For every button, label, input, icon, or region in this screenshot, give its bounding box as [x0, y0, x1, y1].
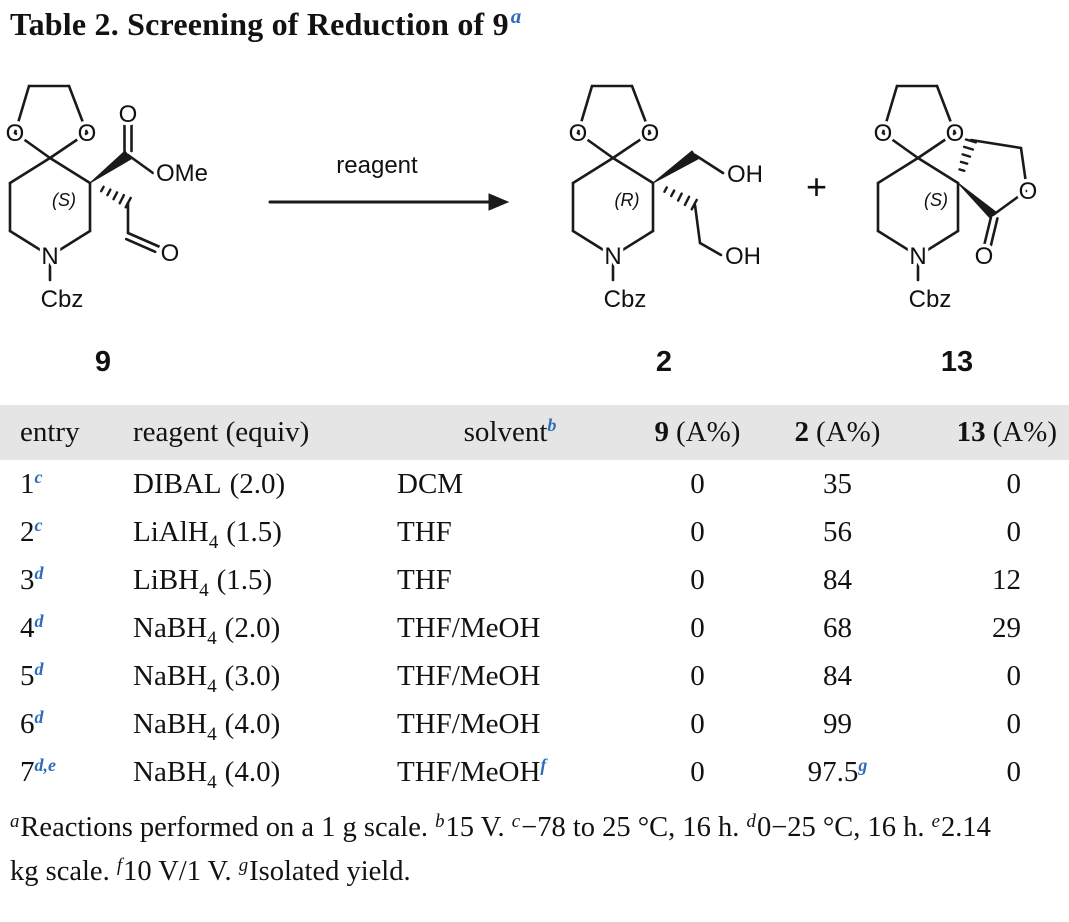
stereocenter-label: (S) — [924, 190, 948, 210]
structure-compound-13: O O O O N Cbz (S) — [870, 84, 1041, 317]
structure-compound-9: O O O OMe O N Cbz (S) — [2, 84, 212, 317]
table-row: 2c LiAlH4(1.5) THF 0 56 0 — [20, 514, 1021, 553]
footnote-text: Isolated yield. — [249, 856, 411, 888]
compound-label-2: 2 — [655, 346, 673, 378]
oxygen-label: O — [569, 120, 588, 147]
table-row: 7d,e NaBH4(4.0) THF/MeOHf 0 97.5g 0 — [20, 754, 1021, 793]
footnote-letter: g — [238, 854, 249, 876]
nitrogen-label: N — [604, 243, 621, 270]
cbz-label: Cbz — [909, 286, 952, 313]
nitrogen-label: N — [909, 243, 926, 270]
header-2: 2(A%) — [794, 416, 881, 448]
footnote-mark: d — [34, 658, 44, 679]
oxygen-label: O — [641, 120, 660, 147]
footnote-letter: d — [746, 810, 756, 832]
table-row: 4d NaBH4(2.0) THF/MeOH 0 68 29 — [20, 610, 1021, 649]
table-header-row: entry reagent (equiv) solventb 9(A%) 2(A… — [0, 405, 1069, 460]
footnote-mark: c — [34, 466, 43, 487]
cbz-label: Cbz — [604, 286, 647, 313]
structure-compound-2: O O OH OH N Cbz (R) — [565, 84, 767, 317]
stereocenter-label: (S) — [52, 190, 76, 210]
hashed-wedge-bond — [99, 185, 132, 209]
compound-label-9: 9 — [94, 346, 112, 378]
hashed-wedge-bond — [663, 186, 698, 211]
footnote-text: 15 V. — [445, 812, 512, 843]
stereocenter-label: (R) — [615, 190, 640, 210]
footnote-letter: a — [10, 810, 20, 832]
footnote-letter: f — [116, 854, 123, 876]
table-title-footnote-mark: a — [510, 4, 522, 28]
footnote-mark: c — [34, 514, 43, 535]
footnote-text: Reactions performed on a 1 g scale. — [20, 812, 436, 843]
table-row: 1c DIBAL(2.0) DCM 0 35 0 — [20, 466, 1021, 500]
footnote-mark-b: b — [547, 415, 557, 436]
table-row: 5d NaBH4(3.0) THF/MeOH 0 84 0 — [20, 658, 1021, 697]
cbz-label: Cbz — [41, 286, 84, 313]
header-reagent: reagent (equiv) — [133, 416, 310, 448]
header-13: 13(A%) — [956, 416, 1057, 448]
table-footnotes: aReactions performed on a 1 g scale. b15… — [10, 806, 1015, 894]
footnote-text: 10 V/1 V. — [123, 856, 239, 888]
footnote-mark: d,e — [34, 754, 56, 775]
bold-wedge-bond — [652, 150, 699, 184]
reaction-arrow: reagent — [268, 149, 510, 211]
bold-wedge-bond — [89, 150, 132, 184]
screening-table: entry reagent (equiv) solventb 9(A%) 2(A… — [0, 405, 1069, 796]
table-row: 6d NaBH4(4.0) THF/MeOH 0 99 0 — [20, 706, 1021, 745]
arrowhead — [488, 193, 510, 211]
footnote-text: 0−25 °C, 16 h. — [756, 812, 932, 843]
oxygen-label: O — [946, 120, 965, 147]
footnote-mark: g — [858, 754, 868, 775]
oxygen-label: O — [1019, 178, 1038, 205]
footnote-mark: d — [34, 610, 44, 631]
bold-wedge-bond — [957, 182, 997, 219]
nitrogen-label: N — [41, 243, 58, 270]
footnote-letter: c — [511, 810, 521, 832]
footnote-letter: e — [931, 810, 941, 832]
hydroxyl-label: OH — [727, 161, 763, 188]
footnote-mark: d — [34, 562, 44, 583]
table-title: Table 2. Screening of Reduction of 9a — [10, 4, 522, 43]
oxygen-label: O — [975, 243, 994, 270]
plus-sign: + — [806, 166, 828, 207]
oxygen-label: O — [78, 120, 97, 147]
footnote-text: 2.14 kg scale. — [10, 812, 991, 888]
footnote-mark: d — [34, 706, 44, 727]
table-row: 3d LiBH4(1.5) THF 0 84 12 — [20, 562, 1021, 601]
methoxy-label: OMe — [156, 160, 208, 187]
compound-label-13: 13 — [940, 346, 974, 378]
footnote-text: −78 to 25 °C, 16 h. — [521, 812, 747, 843]
oxygen-label: O — [161, 240, 180, 267]
footnote-letter: b — [435, 810, 445, 832]
table-title-text: Table 2. Screening of Reduction of 9 — [10, 6, 509, 42]
oxygen-label: O — [6, 120, 25, 147]
header-entry: entry — [20, 416, 80, 448]
footnote-mark: f — [540, 754, 547, 775]
oxygen-label: O — [874, 120, 893, 147]
hydroxyl-label: OH — [725, 243, 761, 270]
reagent-label: reagent — [336, 152, 418, 179]
header-9: 9(A%) — [654, 416, 741, 448]
oxygen-label: O — [119, 101, 138, 128]
header-solvent: solventb — [463, 415, 557, 448]
